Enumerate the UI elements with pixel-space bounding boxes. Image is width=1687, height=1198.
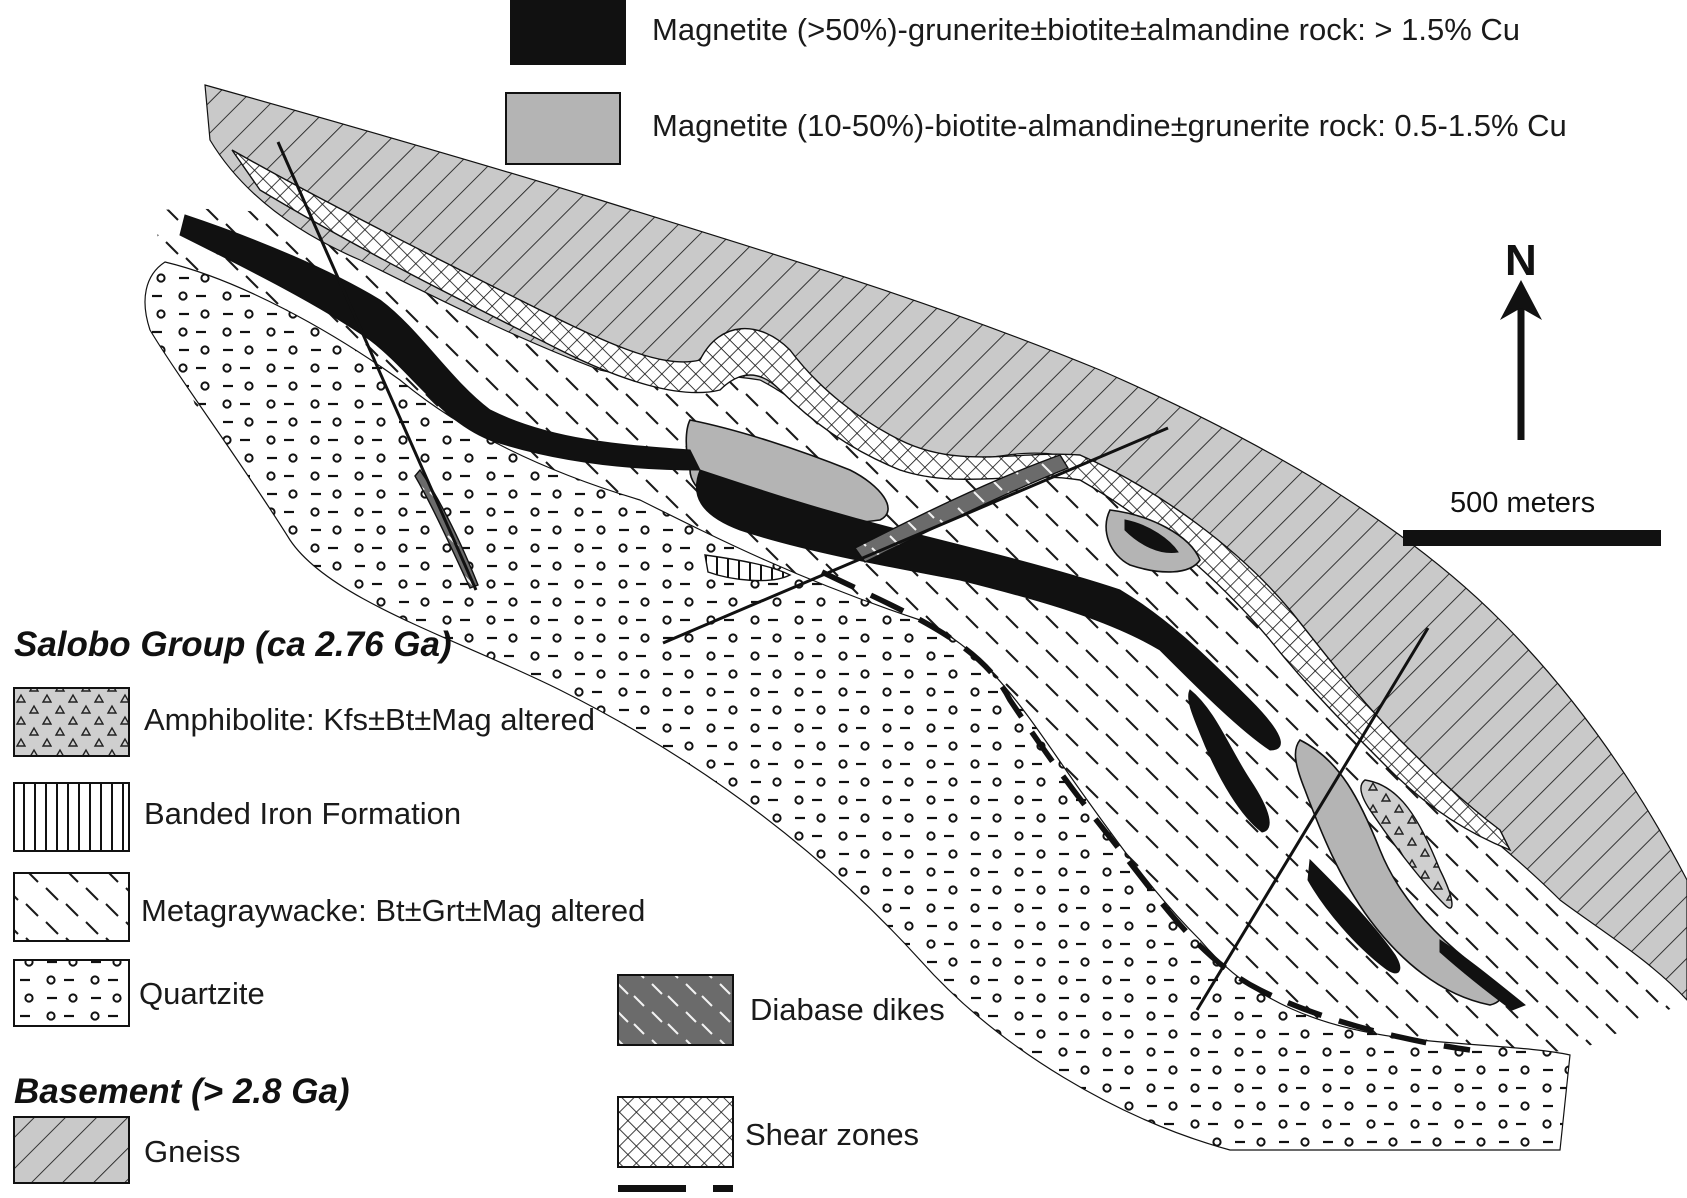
- high-grade-swatch: [510, 0, 626, 65]
- high-grade-ore-body: [695, 469, 1281, 751]
- high-grade-ore-body: [1188, 689, 1270, 833]
- high-grade-ore-body: [1124, 519, 1179, 554]
- shear-zone-line-symbol: [618, 1185, 733, 1192]
- shear-zone-legend-label: Shear zones: [745, 1117, 920, 1152]
- salobo-group-title: Salobo Group (ca 2.76 Ga): [14, 625, 452, 664]
- scale-bar: [1403, 530, 1661, 546]
- medium-grade-ore-body: [1294, 738, 1502, 1006]
- diabase-dike: [853, 454, 1070, 563]
- shear-zone-unit: [231, 149, 1512, 852]
- gneiss-swatch: [13, 1116, 130, 1184]
- scale-bar-label: 500 meters: [1450, 487, 1596, 519]
- basement-title: Basement (> 2.8 Ga): [14, 1072, 350, 1111]
- diabase-legend-label: Diabase dikes: [750, 992, 945, 1027]
- bif-legend-label: Banded Iron Formation: [144, 796, 462, 831]
- map-body: [144, 84, 1687, 1151]
- high-grade-ore-body: [1439, 939, 1526, 1011]
- amphibolite-lens: [1360, 779, 1453, 909]
- quartzite-legend-label: Quartzite: [139, 976, 265, 1011]
- north-arrow-icon: [1500, 280, 1542, 440]
- bif-swatch: [13, 782, 130, 852]
- north-label: N: [1505, 236, 1537, 285]
- amphibolite-swatch: [13, 687, 130, 757]
- high-grade-legend-label: Magnetite (>50%)-grunerite±biotite±alman…: [652, 12, 1521, 47]
- high-grade-ore-body: [1307, 858, 1401, 974]
- metagraywacke-swatch: [13, 872, 130, 942]
- bif-lens: [704, 554, 792, 582]
- metagraywacke-legend-label: Metagraywacke: Bt±Grt±Mag altered: [141, 893, 646, 928]
- diabase-swatch: [617, 974, 734, 1046]
- gneiss-legend-label: Gneiss: [144, 1134, 241, 1169]
- shear-zone-trace: [820, 569, 1471, 1053]
- shear-zone-swatch: [617, 1096, 734, 1168]
- quartzite-swatch: [13, 959, 130, 1027]
- fault-lines: [276, 141, 1430, 1011]
- amphibolite-legend-label: Amphibolite: Kfs±Bt±Mag altered: [144, 702, 596, 737]
- medium-grade-legend-label: Magnetite (10-50%)-biotite-almandine±gru…: [652, 108, 1567, 143]
- medium-grade-swatch: [505, 92, 621, 165]
